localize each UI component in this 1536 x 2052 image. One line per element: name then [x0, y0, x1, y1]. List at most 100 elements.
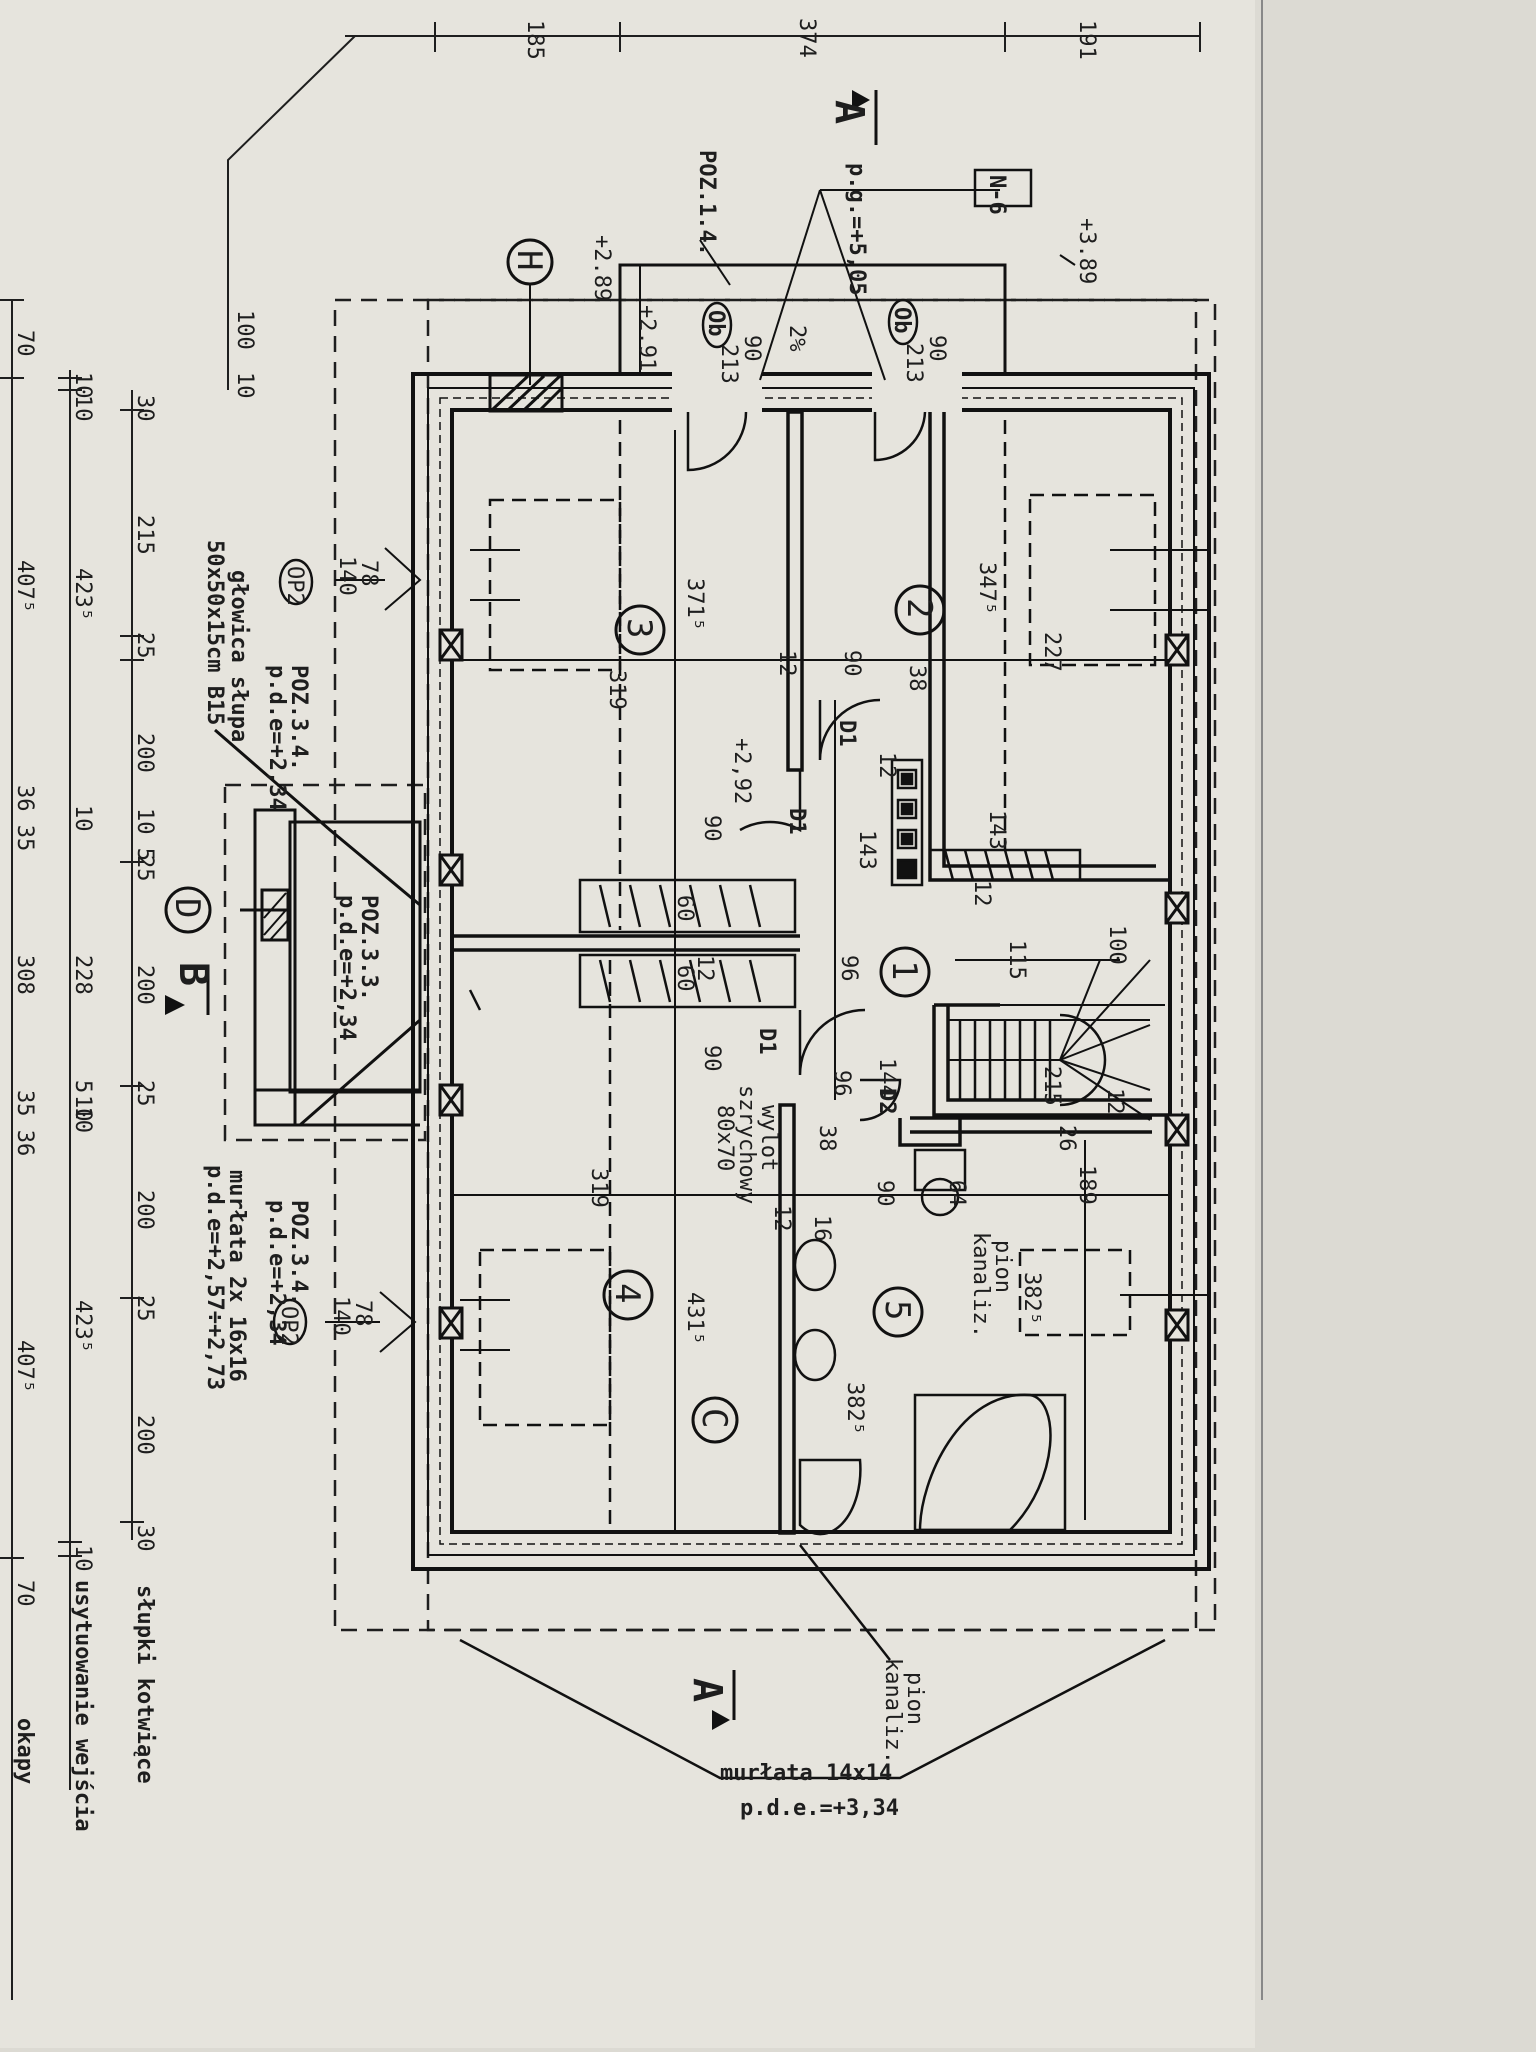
svg-text:38: 38: [814, 1125, 839, 1152]
svg-text:64: 64: [944, 1180, 969, 1207]
dim-top-3: 191: [1074, 20, 1099, 60]
svg-text:Ob: Ob: [703, 310, 728, 337]
room-2-dim-l: 347⁵: [974, 562, 999, 615]
note-pde234c: p.d.e=+2,34: [264, 1200, 289, 1346]
note-lvl-292: +2,92: [729, 738, 754, 804]
dim-left-inner-2: 215: [132, 515, 157, 555]
svg-text:96: 96: [836, 955, 861, 982]
note-pion2-b: kanaliz.: [880, 1658, 905, 1764]
note-pion2-a: pion: [902, 1672, 927, 1725]
room-1: 1 115 215: [879, 940, 1064, 1106]
svg-text:140: 140: [328, 1296, 353, 1336]
svg-text:90: 90: [699, 1045, 724, 1072]
room-3-dim-l: 371⁵: [682, 578, 707, 631]
room-1-dim-l: 215: [1039, 1066, 1064, 1106]
dim-left-inner-1: 30: [132, 395, 157, 422]
svg-text:78: 78: [350, 1300, 375, 1327]
interior-walls: [452, 410, 1168, 1535]
svg-text:12: 12: [969, 880, 994, 907]
dim-left-inner-6: 25: [132, 855, 157, 882]
op2-tag-top: OP2 78 140: [278, 547, 422, 611]
note-lvl-389: +3.89: [1074, 218, 1099, 284]
svg-text:26: 26: [1054, 1125, 1079, 1152]
left-dimension-chains: [0, 299, 144, 2000]
dim-left-outer-3: 407⁵: [12, 1340, 37, 1393]
section-marker-b: B: [165, 962, 216, 1015]
note-pion1-b: kanaliz.: [968, 1232, 993, 1338]
note-wylot-1: wylot: [756, 1105, 781, 1171]
door-d2: D2: [874, 1088, 899, 1115]
note-poz14: POZ.1.4.: [694, 150, 719, 256]
dim-left-inner-11: 200: [132, 1190, 157, 1230]
svg-text:90: 90: [739, 335, 764, 362]
eaves-outline: [223, 298, 1217, 1632]
svg-text:143: 143: [984, 810, 1009, 850]
svg-text:90: 90: [872, 1180, 897, 1207]
note-pde-range: p.d.e=+2,57÷+2,73: [202, 1165, 227, 1390]
note-murlata2: murłata 14x14: [720, 1761, 892, 1786]
dim-left-mid-2: 10: [70, 395, 95, 422]
dim-left-mid-3: 423⁵: [70, 568, 95, 621]
dim-left-outer-4: 70: [12, 1580, 37, 1607]
bottom-gable: [459, 1544, 1166, 1780]
room-1-dim-w: 115: [1004, 940, 1029, 980]
svg-text:90: 90: [839, 650, 864, 677]
opening-ob-left: Ob 90 213: [701, 301, 764, 384]
vent-shafts: [890, 758, 924, 887]
section-a-bottom-label: A: [684, 1678, 730, 1702]
room-4-dim-l: 431⁵: [682, 1292, 707, 1345]
dim-left-inner-3: 25: [132, 632, 157, 659]
note-poz33: POZ.3.3.: [356, 895, 381, 1001]
svg-text:90: 90: [699, 815, 724, 842]
dim-top-1: 185: [522, 20, 547, 60]
svg-text:12: 12: [1102, 1088, 1127, 1115]
note-pion1-a: pion: [990, 1240, 1015, 1293]
note-pg: p.g.=+5,05: [844, 163, 869, 295]
room-3: 3 319 371⁵: [604, 578, 707, 710]
bed-lines: [460, 549, 1210, 1351]
room-2-number: 2: [899, 598, 939, 618]
room-2-dim-w: 227: [1039, 632, 1064, 672]
interior-dimension-lines: [452, 430, 1170, 1530]
dim-left-inner-5: 10 5: [132, 808, 157, 861]
svg-text:38: 38: [904, 665, 929, 692]
note-poz34: POZ.3.4.: [286, 665, 311, 771]
note-poz34b: POZ.3.4.: [286, 1200, 311, 1306]
svg-text:140: 140: [334, 556, 359, 596]
note-lvl-291: +2.91: [634, 305, 659, 371]
dim-left-inner-9: 25: [132, 1080, 157, 1107]
dim-left-inner-7: 228: [70, 955, 95, 995]
note-slope: 2%: [784, 325, 809, 352]
dim-side-10: 10: [232, 372, 257, 399]
svg-text:12: 12: [774, 650, 799, 677]
room-3-dim-w: 319: [604, 670, 629, 710]
svg-text:144: 144: [874, 1058, 899, 1098]
dim-left-inner-12: 25: [132, 1295, 157, 1322]
opening-ob-right: Ob 90 213: [887, 298, 949, 383]
axis-d-label: D: [167, 898, 207, 918]
bathroom-fixtures: [793, 1148, 1067, 1536]
dim-top-2: 374: [794, 18, 819, 58]
svg-text:60: 60: [672, 965, 697, 992]
svg-text:213: 213: [901, 343, 926, 383]
dim-left-mid-10: 10: [70, 1545, 95, 1572]
dim-left-inner-8: 200: [132, 965, 157, 1005]
dim-left-inner-14: 30: [132, 1525, 157, 1552]
dim-left-mid-8: 10: [70, 1095, 95, 1122]
dim-left-mid-7: 35 36: [12, 1090, 37, 1156]
door-d1-b: D1: [784, 808, 809, 835]
room-5-number: 5: [877, 1300, 917, 1320]
top-leaders: [759, 189, 1076, 381]
room-4-number: 4: [607, 1283, 647, 1303]
door-d1-a: D1: [834, 720, 859, 747]
top-dimension-line: [227, 22, 1201, 390]
dim-left-outer-2: 407⁵: [12, 560, 37, 613]
room-5: 5 189 382⁵ 382⁵: [842, 1165, 1099, 1435]
furniture-beds: [478, 420, 1157, 1525]
section-a-top-label: A: [826, 100, 872, 124]
svg-text:OP2: OP2: [276, 1306, 301, 1346]
svg-text:100: 100: [1104, 925, 1129, 965]
section-marker-a-top: A: [826, 90, 878, 145]
dim-left-mid-4: 10: [70, 805, 95, 832]
door-d1-c: D1: [754, 1028, 779, 1055]
